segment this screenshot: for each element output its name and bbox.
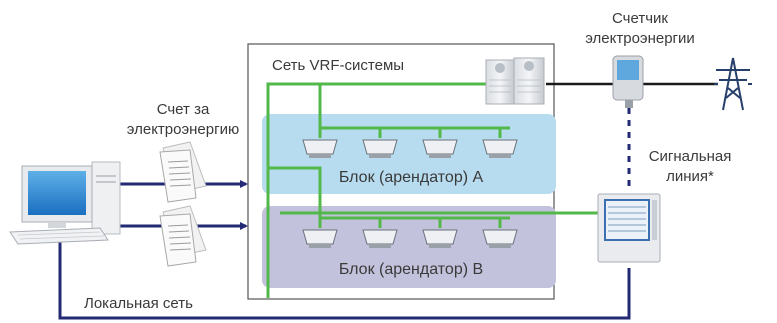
invoice-document-icon	[159, 205, 207, 267]
electricity-meter-icon	[612, 55, 644, 108]
cassette-indoor-unit-icon	[422, 139, 458, 158]
power-tower-icon	[714, 57, 752, 111]
cassette-indoor-unit-icon	[362, 229, 398, 248]
cassette-indoor-unit-icon	[482, 229, 518, 248]
block-a-label: Блок (арендатор) А	[339, 169, 484, 186]
refrigerant-piping	[266, 82, 600, 298]
tenant-a-area	[262, 114, 556, 194]
signal-label-line2: линия*	[666, 168, 714, 185]
signal-label-line1: Сигнальная	[649, 148, 732, 165]
tenant-b-area	[262, 206, 556, 288]
vrf-outdoor-unit-icon	[485, 57, 545, 105]
central-controller-icon	[597, 193, 661, 263]
cassette-indoor-unit-icon	[422, 229, 458, 248]
indoor-units-a	[302, 139, 518, 158]
cassette-indoor-unit-icon	[302, 229, 338, 248]
bill-label-line1: Счет за	[157, 101, 210, 118]
meter-label-line1: Счетчик	[612, 10, 668, 27]
indoor-units-b	[302, 229, 518, 248]
lan-line	[58, 237, 631, 320]
cassette-indoor-unit-icon	[482, 139, 518, 158]
cassette-indoor-unit-icon	[362, 139, 398, 158]
vrf-network-label: Сеть VRF-системы	[272, 57, 404, 74]
lan-label: Локальная сеть	[84, 295, 193, 312]
cassette-indoor-unit-icon	[302, 139, 338, 158]
meter-label-line2: электроэнергии	[585, 30, 695, 47]
invoice-document-icon	[159, 141, 207, 203]
desktop-computer-icon	[9, 161, 121, 245]
bill-label-line2: электроэнергию	[127, 121, 239, 138]
block-b-label: Блок (арендатор) В	[339, 261, 483, 278]
